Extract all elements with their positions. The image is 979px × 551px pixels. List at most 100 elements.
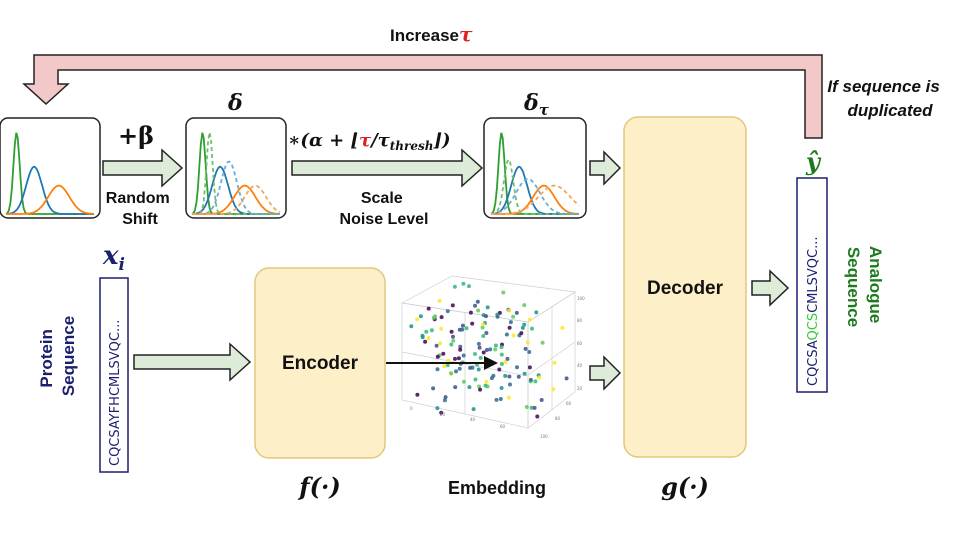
noise-to-decoder-arrow — [589, 150, 622, 186]
embedding-point — [415, 317, 420, 322]
embedding-point — [468, 310, 473, 315]
input-sequence-box: CQCSAYFHCMLSVQC... — [99, 277, 129, 473]
scale-noise-label: Scale Noise Level — [340, 190, 429, 228]
decoder-block: Decoder — [623, 116, 747, 458]
svg-text:Decoder: Decoder — [647, 278, 724, 299]
embedding-point — [480, 325, 485, 330]
embedding-point — [435, 354, 440, 359]
embedding-point — [461, 353, 466, 358]
embedding-point — [520, 325, 525, 330]
plus-beta-label: +β — [118, 121, 154, 150]
embedding-point — [476, 341, 481, 346]
embedding-point — [470, 321, 475, 326]
embedding-point — [519, 331, 524, 336]
embedding-point — [457, 366, 462, 371]
embedding-point — [534, 310, 539, 315]
embedding-point — [467, 385, 472, 390]
embedding-point — [501, 290, 506, 295]
embedding-point — [473, 377, 478, 382]
embedding-point — [539, 398, 544, 402]
embedding-point — [449, 342, 454, 347]
embedding-point — [484, 331, 489, 335]
embedding-to-decoder-arrow — [589, 355, 622, 391]
embedding-point — [564, 376, 569, 381]
embedding-point — [457, 327, 462, 332]
embedding-point — [458, 347, 463, 352]
embedding-point — [467, 284, 471, 289]
embedding-point — [473, 303, 477, 308]
embedding-point — [511, 333, 516, 338]
embedding-point — [446, 358, 451, 363]
embedding-point — [528, 377, 533, 382]
svg-text:100: 100 — [577, 296, 585, 301]
embedding-point — [529, 405, 534, 410]
random-shift-label: Random Shift — [106, 190, 174, 228]
output-sequence-box: CQCSAQCSCMLSVQC... — [796, 177, 828, 393]
embedding-point — [478, 355, 483, 360]
embedding-point — [503, 359, 508, 364]
shifted-distribution-plot — [185, 117, 287, 219]
embedding-point — [527, 350, 532, 354]
scale-noise-arrow — [291, 148, 484, 188]
embedding-point — [475, 299, 480, 304]
embedding-point — [481, 350, 486, 355]
orange-shifted-curve — [491, 184, 580, 215]
embedding-point — [488, 347, 493, 352]
embedding-point — [516, 374, 521, 379]
embedding-point — [435, 367, 440, 372]
embedding-point — [429, 328, 434, 333]
embedding-point — [438, 341, 443, 346]
y-hat-label: ŷ — [805, 147, 822, 176]
embedding-point — [458, 344, 463, 349]
embedding-point — [478, 387, 483, 392]
embedding-point — [522, 303, 527, 308]
embedding-point — [445, 363, 450, 368]
embedding-point — [433, 314, 438, 319]
embedding-point — [508, 320, 513, 325]
embedding-point — [470, 365, 475, 370]
svg-text:20: 20 — [440, 412, 446, 417]
embedding-point — [424, 329, 429, 334]
embedding-point — [560, 325, 565, 330]
svg-text:60: 60 — [500, 424, 506, 429]
embedding-point — [484, 379, 489, 384]
embedding-point — [533, 379, 538, 384]
feedback-loop-arrow — [22, 54, 823, 139]
condition-label: If sequence is duplicated — [827, 77, 944, 120]
embedding-point — [499, 362, 504, 366]
embedding-point — [451, 334, 455, 339]
embedding-point — [418, 314, 423, 319]
embedding-point — [420, 335, 425, 340]
embedding-point — [477, 345, 482, 350]
embedding-point — [450, 303, 455, 308]
embedding-point — [461, 379, 466, 384]
encoder-block: Encoder — [254, 267, 386, 459]
embedding-point — [443, 395, 448, 400]
embedding-point — [525, 340, 530, 345]
embedding-point — [442, 364, 447, 369]
embedding-point — [532, 405, 537, 410]
embedding-point — [535, 414, 540, 419]
scaled-distribution-plot — [483, 117, 587, 219]
svg-text:40: 40 — [577, 363, 583, 368]
decoder-function-label: g(·) — [661, 472, 709, 501]
embedding-label: Embedding — [448, 478, 546, 498]
delta-label: δ — [227, 90, 243, 116]
embedding-point — [453, 385, 458, 390]
increase-label: Increaseτ — [390, 22, 473, 46]
embedding-point — [426, 306, 431, 311]
embedding-point — [485, 305, 490, 310]
embedding-point — [499, 352, 504, 357]
embedding-point — [489, 376, 494, 381]
embedding-point — [522, 371, 527, 376]
embedding-point — [426, 336, 431, 341]
embedding-point — [504, 332, 509, 337]
encoder-to-embedding-arrowhead — [484, 356, 498, 370]
embedding-point — [481, 334, 486, 338]
svg-text:60: 60 — [566, 401, 572, 406]
embedding-point — [497, 367, 502, 372]
embedding-point — [473, 352, 477, 356]
blue-curve — [5, 165, 94, 215]
svg-text:80: 80 — [577, 318, 583, 323]
